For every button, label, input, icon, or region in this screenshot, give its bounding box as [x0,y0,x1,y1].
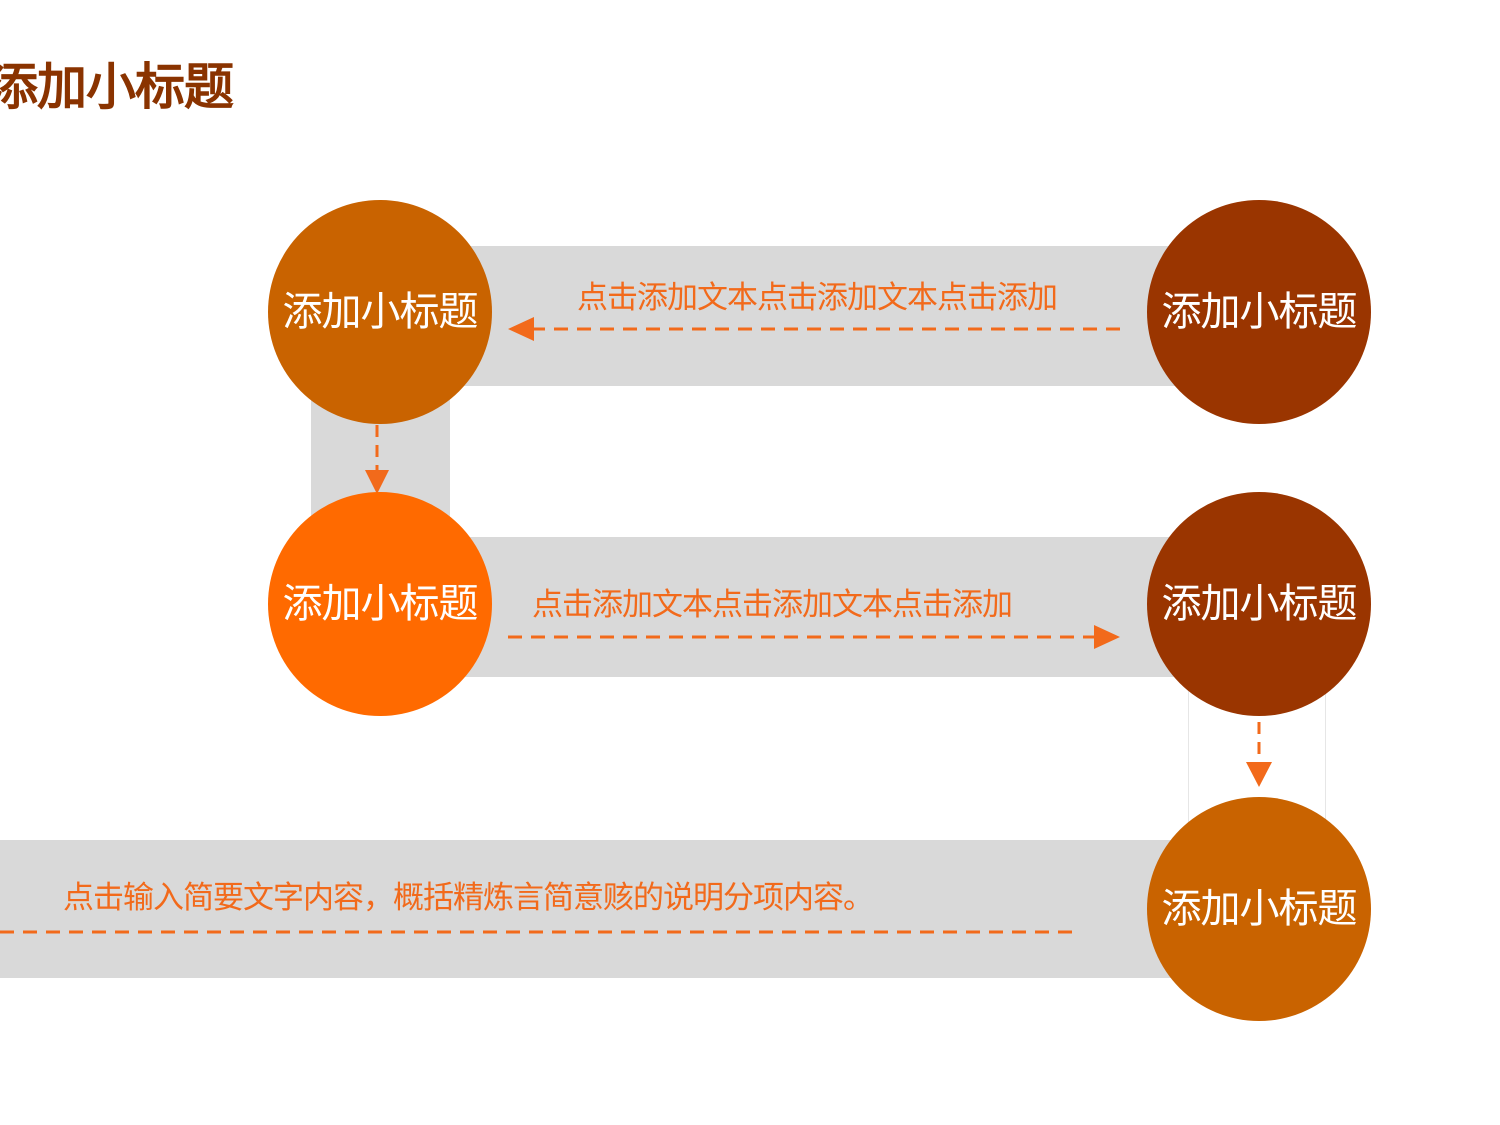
node-4: 添加小标题 [1147,492,1371,716]
node-2-label: 添加小标题 [1161,289,1358,335]
page-title: 添加小标题 [0,58,234,116]
description-bottom: 点击输入简要文字内容，概括精炼言简意赅的说明分项内容。 [63,880,874,916]
node-1: 添加小标题 [268,200,492,424]
band-top [380,246,1260,386]
node-3: 添加小标题 [268,492,492,716]
band-bottom [0,840,1260,978]
band-right-vertical [1188,640,1326,870]
node-2: 添加小标题 [1147,200,1371,424]
node-5: 添加小标题 [1147,797,1371,1021]
node-5-label: 添加小标题 [1161,886,1358,932]
description-middle: 点击添加文本点击添加文本点击添加 [532,587,1013,623]
band-middle [380,537,1260,677]
node-3-label: 添加小标题 [282,581,479,627]
description-top: 点击添加文本点击添加文本点击添加 [577,280,1058,316]
node-1-label: 添加小标题 [282,289,479,335]
node-4-label: 添加小标题 [1161,581,1358,627]
